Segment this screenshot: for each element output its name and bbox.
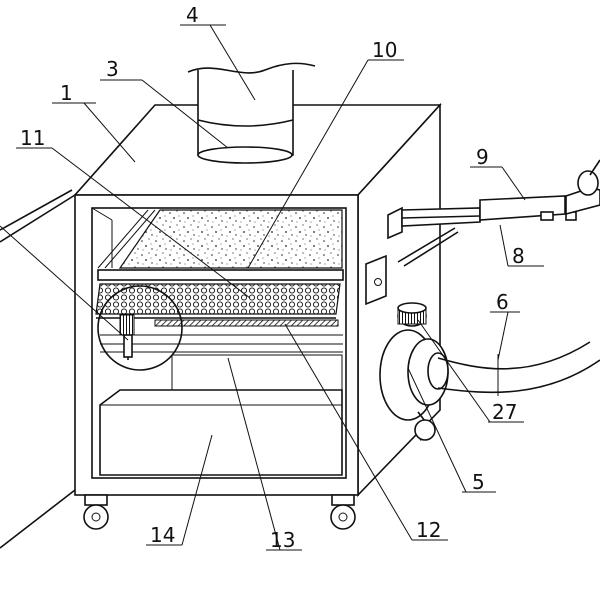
suction-hose [437, 341, 600, 396]
guide-rail [100, 319, 343, 353]
label-5: 5 [472, 470, 485, 494]
label-6: 6 [496, 290, 509, 314]
label-27: 27 [492, 400, 517, 424]
label-13: 13 [270, 528, 295, 552]
caster-front-right [330, 494, 356, 530]
label-3: 3 [106, 57, 119, 81]
feed-inlet [187, 62, 316, 164]
leader-lines [0, 24, 544, 551]
label-11: 11 [20, 126, 45, 150]
collection-drawer [99, 354, 343, 476]
filter-cartridge [397, 302, 427, 327]
label-4: 4 [186, 3, 199, 27]
caster-rear-right [414, 419, 436, 441]
material-chamber [97, 209, 343, 269]
left-frame-lines [0, 189, 76, 549]
screen-assembly [95, 269, 344, 319]
label-14: 14 [150, 523, 175, 547]
label-8: 8 [512, 244, 525, 268]
label-12: 12 [416, 518, 441, 542]
reference-labels: 1 3 4 5 6 8 9 10 11 12 13 14 27 [20, 3, 525, 552]
arm-bracket [387, 159, 600, 267]
control-box [365, 254, 387, 306]
caster-front-left [83, 494, 109, 530]
label-9: 9 [476, 145, 489, 169]
detail-circle [97, 285, 183, 371]
label-1: 1 [60, 81, 73, 105]
label-10: 10 [372, 38, 397, 62]
